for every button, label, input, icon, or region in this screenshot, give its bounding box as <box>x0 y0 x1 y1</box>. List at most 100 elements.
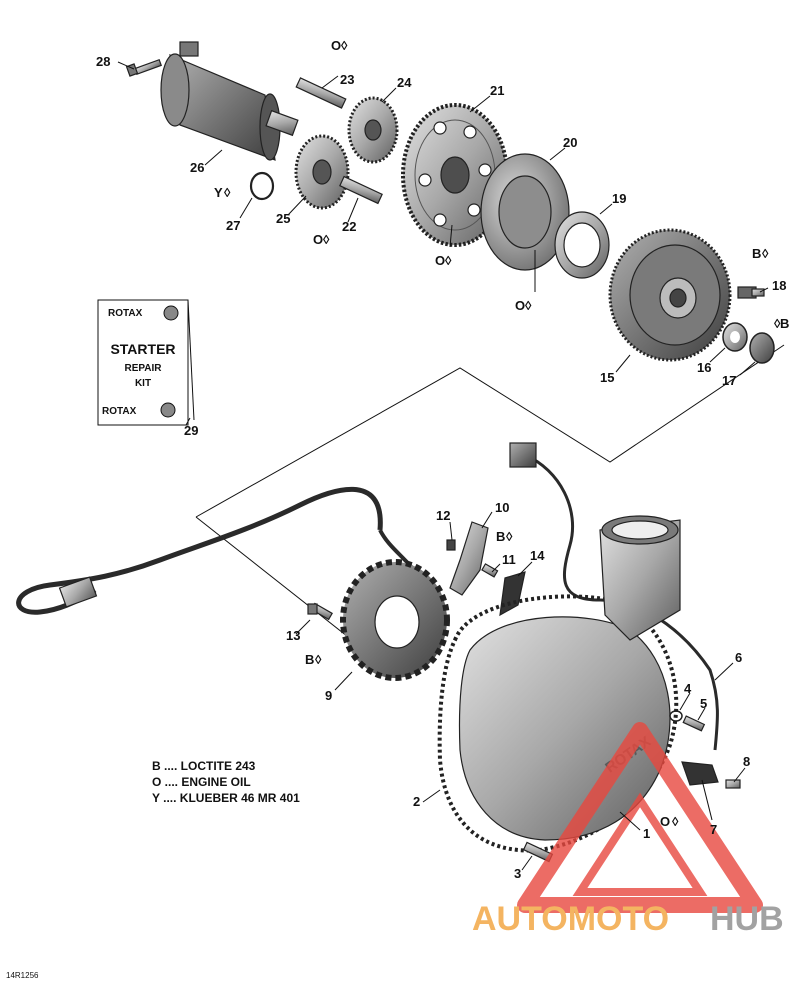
part-13-bolt <box>307 602 333 621</box>
callout-22: 22 <box>342 219 356 234</box>
callout-11: 11 <box>502 552 516 567</box>
callout-25: 25 <box>276 211 290 226</box>
callout-numbers: 1 2 3 4 5 6 7 8 9 10 11 12 13 14 15 16 1… <box>96 54 786 881</box>
callout-29: 29 <box>184 423 198 438</box>
svg-text:◊: ◊ <box>341 38 348 53</box>
callout-14: 14 <box>530 548 545 563</box>
callout-17: 17 <box>722 373 736 388</box>
lube-o-gear-21: O◊ <box>435 253 452 268</box>
svg-text:◊: ◊ <box>506 529 513 544</box>
callout-6: 6 <box>735 650 742 665</box>
kit-brand-top: ROTAX <box>108 308 143 319</box>
watermark-text-hub: HUB <box>710 900 784 938</box>
lube-o-shaft-23: O◊ <box>331 38 348 53</box>
part-20-sprag-clutch <box>480 153 570 271</box>
svg-text:B: B <box>496 529 505 544</box>
watermark-inner-triangle-icon <box>572 792 708 896</box>
watermark-triangle-icon <box>517 722 763 913</box>
callout-8: 8 <box>743 754 750 769</box>
callout-3: 3 <box>514 866 521 881</box>
svg-text:O: O <box>435 253 445 268</box>
lube-y-o-ring: Y◊ <box>214 185 231 200</box>
callout-12: 12 <box>436 508 450 523</box>
part-8-screw <box>725 779 741 789</box>
callout-24: 24 <box>397 75 412 90</box>
part-27-o-ring <box>249 171 275 201</box>
part-4-washer <box>669 710 683 722</box>
rotax-logo-icon <box>160 402 176 418</box>
watermark-logo: AUTOMOTO HUB <box>472 722 784 938</box>
svg-text:O: O <box>660 814 670 829</box>
lube-b-bolt-18: B◊ <box>752 246 769 261</box>
svg-text:O: O <box>331 38 341 53</box>
callout-2: 2 <box>413 794 420 809</box>
svg-text:◊: ◊ <box>224 185 231 200</box>
callout-15: 15 <box>600 370 614 385</box>
part-18-bolt <box>737 286 765 299</box>
svg-text:O: O <box>515 298 525 313</box>
part-5-screw <box>682 715 706 732</box>
part-10-bracket <box>449 521 489 596</box>
lube-o-sensor-7: O◊ <box>660 814 679 829</box>
legend-y-klueber: Y .... KLUEBER 46 MR 401 <box>152 791 300 805</box>
lube-o-shaft-22: O◊ <box>313 232 330 247</box>
part-11-screw <box>481 563 499 578</box>
harness-6-connector <box>509 442 537 468</box>
part-24-gear <box>347 96 399 164</box>
svg-text:◊: ◊ <box>762 246 769 261</box>
kit-line-repair: REPAIR <box>124 363 162 374</box>
callout-23: 23 <box>340 72 354 87</box>
part-16-washer-hole <box>730 331 740 343</box>
svg-text:B: B <box>305 652 314 667</box>
svg-text:◊: ◊ <box>315 652 322 667</box>
lube-o-clutch-20: O◊ <box>515 298 532 313</box>
svg-text:◊: ◊ <box>525 298 532 313</box>
callout-26: 26 <box>190 160 204 175</box>
kit-line-starter: STARTER <box>110 341 175 357</box>
part-1-magneto-cover: ROTAX <box>458 515 681 841</box>
callout-20: 20 <box>563 135 577 150</box>
callout-19: 19 <box>612 191 626 206</box>
callout-13: 13 <box>286 628 300 643</box>
svg-text:B: B <box>752 246 761 261</box>
part-19-bearing <box>554 211 610 279</box>
svg-text:Y: Y <box>214 185 223 200</box>
part-15-flywheel <box>608 228 732 362</box>
lubricant-legend: B .... LOCTITE 243 O .... ENGINE OIL Y .… <box>152 759 300 805</box>
part-26-starter-motor <box>160 41 299 161</box>
lube-b-nut-17: B◊ <box>774 316 789 331</box>
part-14-grommet <box>499 571 526 617</box>
callout-28: 28 <box>96 54 110 69</box>
svg-text:◊: ◊ <box>445 253 452 268</box>
part-6-harness <box>524 453 719 751</box>
lube-b-bolt-13: B◊ <box>305 652 322 667</box>
document-reference: 14R1256 <box>6 971 39 980</box>
callout-18: 18 <box>772 278 786 293</box>
callout-7: 7 <box>710 822 717 837</box>
callout-16: 16 <box>697 360 711 375</box>
stator-connector <box>58 576 98 608</box>
lube-b-screw-11: B◊ <box>496 529 513 544</box>
svg-text:◊: ◊ <box>672 814 679 829</box>
callout-4: 4 <box>684 681 692 696</box>
kit-line-kit: KIT <box>135 378 151 389</box>
svg-text:◊: ◊ <box>774 316 781 331</box>
legend-o-engine-oil: O .... ENGINE OIL <box>152 775 251 789</box>
part-7-sensor <box>681 761 719 786</box>
legend-b-loctite: B .... LOCTITE 243 <box>152 759 256 773</box>
kit-brand-bottom: ROTAX <box>102 406 137 417</box>
rotax-logo-icon <box>163 305 179 321</box>
assembly-boundary <box>195 344 785 518</box>
watermark-text-automoto: AUTOMOTO <box>472 900 669 938</box>
callout-9: 9 <box>325 688 332 703</box>
callout-5: 5 <box>700 696 707 711</box>
part-9-stator <box>340 559 450 681</box>
callout-27: 27 <box>226 218 240 233</box>
callout-1: 1 <box>643 826 650 841</box>
callout-21: 21 <box>490 83 504 98</box>
svg-text:◊: ◊ <box>323 232 330 247</box>
part-9-stator-harness <box>16 486 383 615</box>
part-12-screw <box>446 539 456 551</box>
lubricant-markers: O◊ Y◊ O◊ O◊ O◊ B◊ B◊ B◊ B◊ O◊ <box>214 38 789 829</box>
